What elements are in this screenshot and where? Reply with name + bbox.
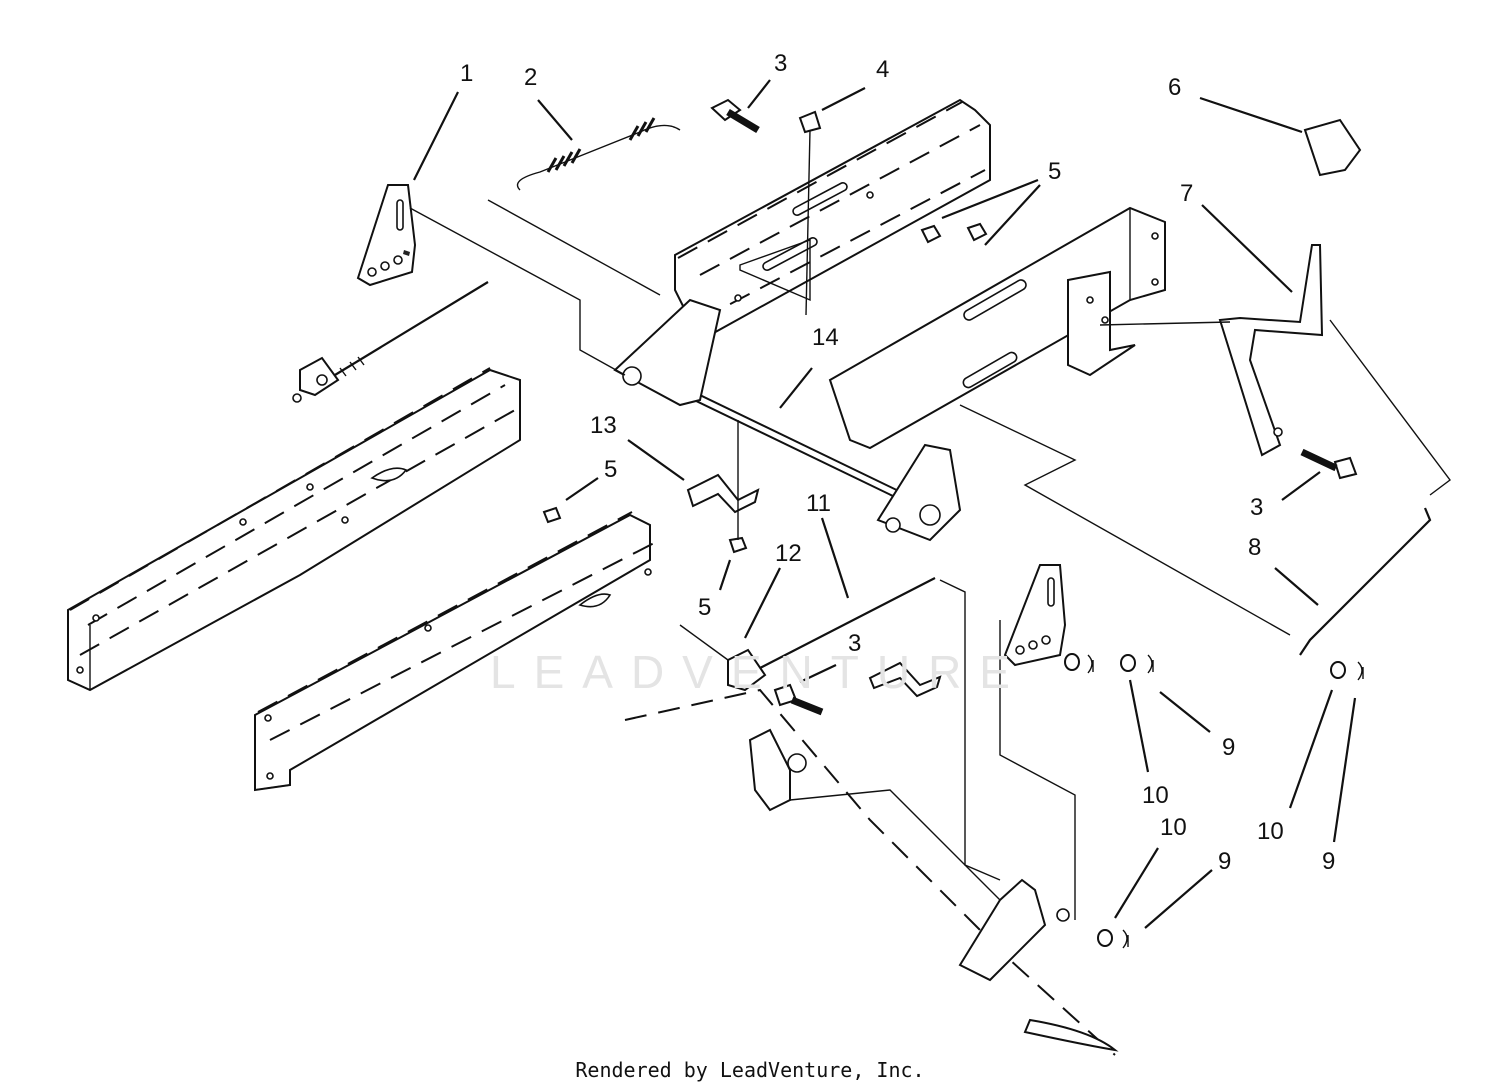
callout-11: 11 xyxy=(806,490,831,517)
callout-10: 10 xyxy=(1160,814,1187,841)
callout-12: 12 xyxy=(775,540,802,567)
left-frame-rail xyxy=(67,367,521,692)
trunnion-part-12 xyxy=(727,577,936,716)
left-rod-trunnion xyxy=(292,281,489,403)
callout-13: 13 xyxy=(590,412,617,439)
upper-channel-frame xyxy=(674,98,991,337)
watermark-text: LEADVENTURE xyxy=(490,646,1028,698)
cross-shaft xyxy=(613,298,962,542)
callout-7: 7 xyxy=(1180,180,1194,207)
bolt-part-4 xyxy=(798,110,822,316)
pins-part-9 xyxy=(1087,654,1364,949)
callout-5: 5 xyxy=(604,456,618,483)
lever-part-7 xyxy=(1218,244,1324,457)
pedal-assembly xyxy=(624,688,1119,1056)
clamp-lower xyxy=(868,661,942,698)
callout-5: 5 xyxy=(698,594,712,621)
callout-9: 9 xyxy=(1222,734,1236,761)
bolt-part-3-top xyxy=(710,98,760,134)
spring-part-2 xyxy=(516,117,681,191)
callout-5: 5 xyxy=(1048,158,1062,185)
clamp-part-13 xyxy=(686,473,760,514)
rod-part-8 xyxy=(1299,507,1432,656)
callout-1: 1 xyxy=(460,60,474,87)
footer-credit: Rendered by LeadVenture, Inc. xyxy=(575,1058,925,1082)
callout-9: 9 xyxy=(1218,848,1232,875)
callout-leaders xyxy=(413,79,1357,929)
callout-4: 4 xyxy=(876,56,890,83)
callout-9: 9 xyxy=(1322,848,1336,875)
callout-6: 6 xyxy=(1168,74,1182,101)
reference-lines xyxy=(409,199,1451,920)
callout-10: 10 xyxy=(1257,818,1284,845)
callout-14: 14 xyxy=(812,324,839,351)
washers-part-10 xyxy=(1064,653,1346,947)
bellcrank-lower xyxy=(1003,564,1067,667)
callout-3: 3 xyxy=(848,630,862,657)
lower-left-rail xyxy=(254,511,661,792)
callout-3: 3 xyxy=(774,50,788,77)
callout-2: 2 xyxy=(524,64,538,91)
right-tube-frame xyxy=(828,206,1166,450)
callout-3: 3 xyxy=(1250,494,1264,521)
callout-10: 10 xyxy=(1142,782,1169,809)
nuts-part-5 xyxy=(542,222,988,554)
bellcrank-part-1 xyxy=(356,184,417,287)
callout-8: 8 xyxy=(1248,534,1262,561)
bolt-part-3-right xyxy=(1300,448,1358,480)
knob-part-6 xyxy=(1303,118,1362,177)
